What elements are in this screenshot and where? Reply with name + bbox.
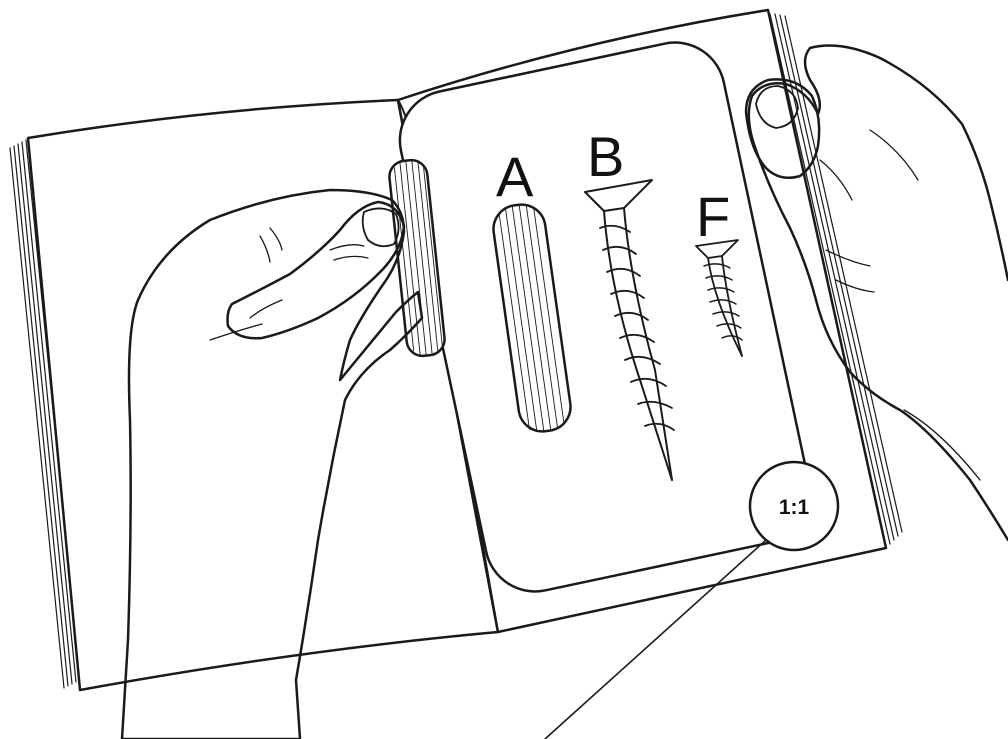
label-b: B	[587, 125, 624, 188]
label-f: F	[696, 185, 730, 248]
scale-badge: 1:1	[750, 462, 838, 550]
scale-badge-text: 1:1	[779, 496, 810, 519]
label-a: A	[496, 145, 534, 208]
